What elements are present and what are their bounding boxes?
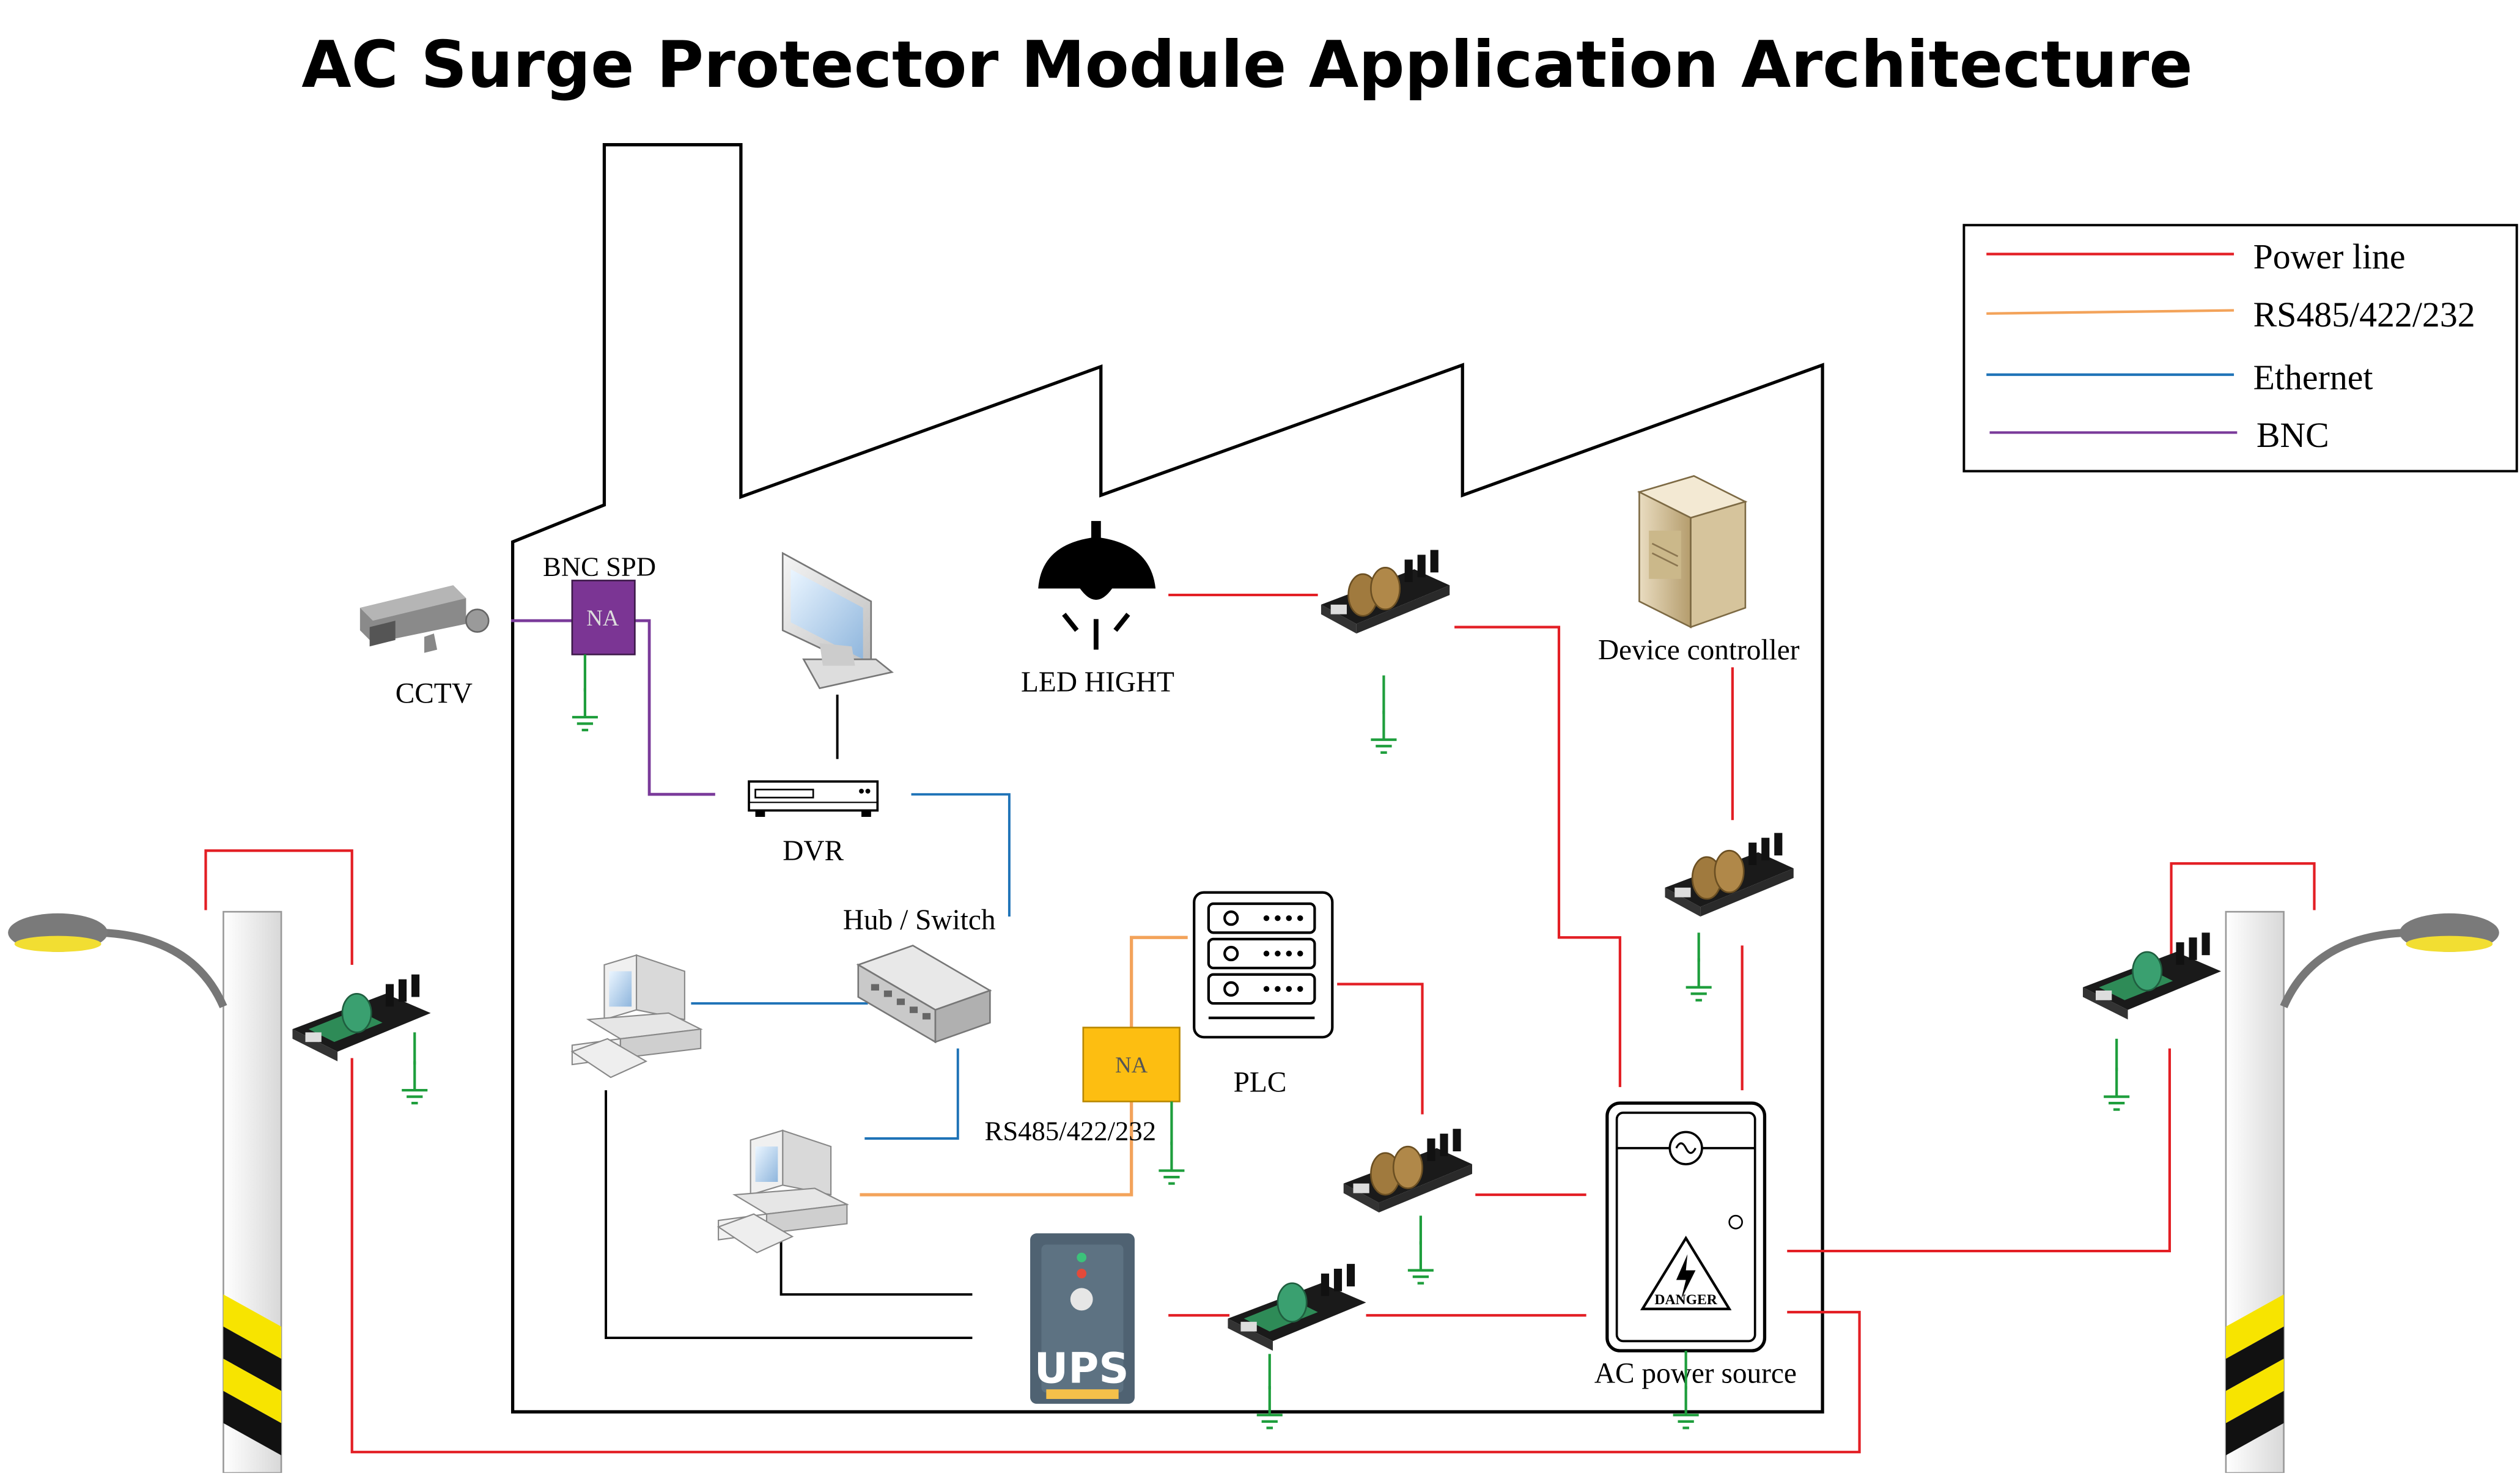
ethernet-lines: [691, 793, 1011, 1140]
rs485-lines: [860, 935, 1188, 1197]
rs485-spd-box: [1082, 1027, 1181, 1102]
surge-protector-module: [2082, 932, 2222, 1020]
legend-label-ethernet: Ethernet: [2253, 357, 2373, 397]
monitor-icon: [781, 552, 894, 690]
legend: Power line RS485/422/232 Ethernet BNC: [1962, 224, 2518, 473]
danger-label: DANGER: [1654, 1292, 1717, 1308]
factory-outline: [510, 143, 1824, 1414]
bnc-spd-box-label: NA: [586, 605, 619, 630]
dvr-icon: [748, 780, 879, 817]
surge-protector-module: [1343, 1127, 1473, 1214]
led-light-label: LED HIGHT: [1021, 666, 1174, 698]
street-light-left-icon: [8, 910, 282, 1474]
surge-protector-module: [1320, 549, 1451, 635]
bnc-spd-box: [571, 580, 636, 655]
plc-icon: [1193, 891, 1334, 1039]
surge-protector-module: [292, 973, 432, 1063]
cctv-label: CCTV: [396, 677, 473, 709]
rs485-spd-box-label: NA: [1115, 1052, 1148, 1077]
hub-switch-icon: [856, 944, 992, 1044]
device-controller-icon: [1637, 475, 1748, 629]
ac-power-source-icon: [1605, 1101, 1767, 1352]
ground-icon: [2104, 1068, 2129, 1109]
ground-icon: [1371, 710, 1396, 752]
ups-icon: [1030, 1233, 1135, 1404]
ground-icon: [1408, 1241, 1434, 1283]
surge-protector-module: [1227, 1263, 1367, 1352]
surge-protector-module: [1664, 832, 1795, 918]
plc-label: PLC: [1234, 1067, 1287, 1099]
ground-icon: [402, 1061, 427, 1103]
hub-switch-label: Hub / Switch: [843, 904, 996, 936]
power-lines: [204, 593, 2316, 1453]
pc-ups-links: [605, 1090, 973, 1340]
rs485-label: RS485/422/232: [985, 1116, 1157, 1146]
street-light-right-icon: [2225, 910, 2499, 1474]
ground-icon: [1686, 958, 1712, 1000]
legend-swatch-rs485: [1986, 309, 2234, 315]
led-light-icon: [1038, 521, 1156, 650]
bnc-spd-label: BNC SPD: [543, 552, 656, 582]
ac-power-source-label: AC power source: [1594, 1358, 1797, 1390]
legend-label-rs485: RS485/422/232: [2253, 295, 2475, 334]
desktop-pc-icon: [571, 954, 702, 1079]
bnc-lines: [510, 619, 715, 796]
legend-label-bnc: BNC: [2257, 415, 2329, 455]
ups-label: UPS: [1034, 1345, 1129, 1393]
ground-icon: [1673, 1386, 1699, 1428]
desktop-pc-icon: [717, 1129, 848, 1254]
ground-icon: [1257, 1386, 1283, 1428]
dvr-label: DVR: [783, 835, 844, 867]
ground-icon: [1159, 1142, 1184, 1183]
diagram-title: AC Surge Protector Module Application Ar…: [301, 27, 2192, 102]
device-controller-label: Device controller: [1598, 634, 1800, 666]
ground-icon: [572, 688, 598, 730]
legend-label-power: Power line: [2253, 237, 2406, 276]
cctv-camera-icon: [359, 585, 490, 653]
